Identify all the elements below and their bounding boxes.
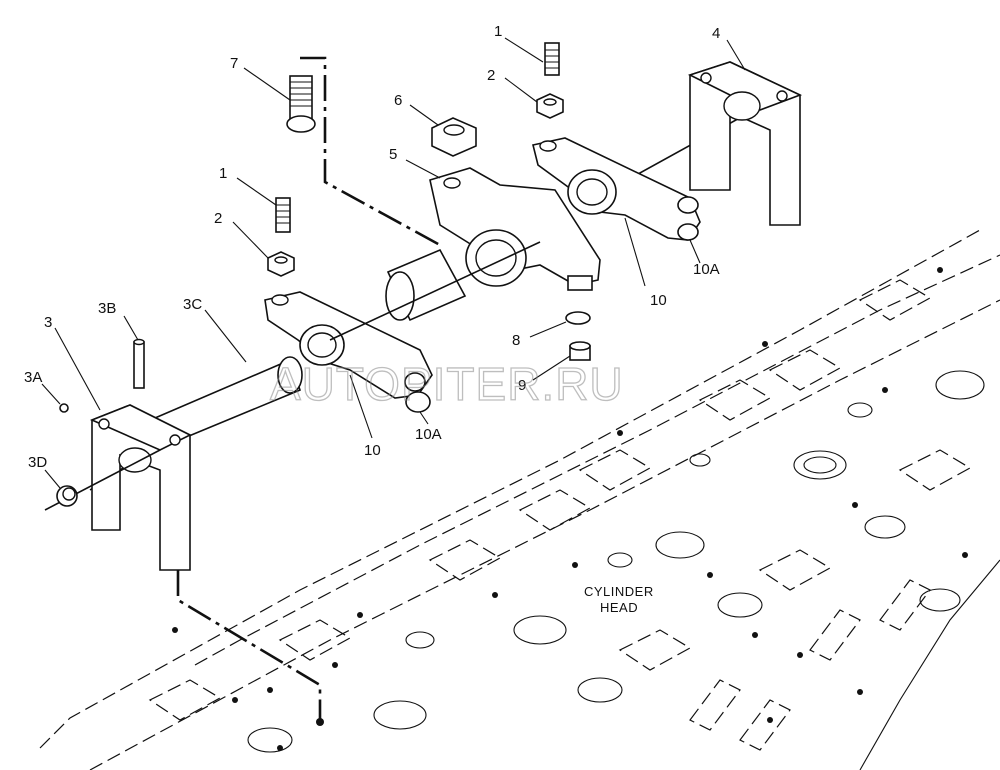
plug-3d (56, 485, 78, 507)
callout-6: 6 (394, 92, 402, 109)
rocker-shaft (89, 356, 303, 491)
callout-3c: 3C (183, 296, 202, 313)
center-bracket (429, 167, 601, 291)
callout-7: 7 (230, 55, 238, 72)
head-outline-edge-inner (89, 299, 1000, 770)
callout-4: 4 (712, 25, 720, 42)
callout-10a-upper: 10A (693, 261, 720, 278)
callout-2-lower: 2 (214, 210, 222, 227)
callout-1-upper: 1 (494, 23, 502, 40)
bolt-7 (286, 75, 316, 133)
callout-8: 8 (512, 332, 520, 349)
washer-8 (565, 311, 591, 325)
watermark: AUTOPITER.RU (270, 358, 624, 410)
ball-3a (59, 403, 69, 413)
head-outline-edge-front (39, 229, 981, 749)
adjusting-screw-upper (544, 42, 560, 76)
plug-9 (569, 341, 591, 361)
callout-3b: 3B (98, 300, 116, 317)
callout-3d: 3D (28, 454, 47, 471)
callout-10a-lower: 10A (415, 426, 442, 443)
rocker-arm-upper (532, 137, 701, 241)
callout-2-upper: 2 (487, 67, 495, 84)
callout-leaders (41, 37, 746, 489)
head-bolt-holes (172, 267, 968, 751)
shaft-sleeve (385, 248, 467, 322)
cylinder-head-label: CYLINDER HEAD (584, 584, 658, 615)
nut-6 (431, 117, 477, 157)
rocker-arm-lower (264, 291, 433, 413)
callout-3: 3 (44, 314, 52, 331)
locknut-upper (536, 93, 564, 119)
callout-labels: 1 2 4 6 5 7 1 2 3 3A 3B 3C 3D 8 9 10 10 … (24, 23, 720, 471)
callout-3a: 3A (24, 369, 42, 386)
shaft-axis-line (329, 241, 541, 341)
head-outline-edge-top (194, 254, 1000, 666)
head-pockets (148, 279, 972, 751)
cylinder-head: CYLINDER HEAD (39, 229, 1000, 770)
end-bracket (687, 61, 803, 226)
callout-1-lower: 1 (219, 165, 227, 182)
rear-shaft-bracket (44, 404, 192, 571)
dowel-pin (133, 338, 145, 389)
callout-10-upper: 10 (650, 292, 667, 309)
callout-5: 5 (389, 146, 397, 163)
callout-9: 9 (518, 377, 526, 394)
callout-10-lower: 10 (364, 442, 381, 459)
head-bores (247, 370, 985, 753)
head-outline-edge-side (859, 559, 1000, 770)
alignment-leaders (176, 56, 441, 722)
adjusting-screw-lower (275, 197, 291, 233)
locknut-lower (267, 251, 295, 277)
